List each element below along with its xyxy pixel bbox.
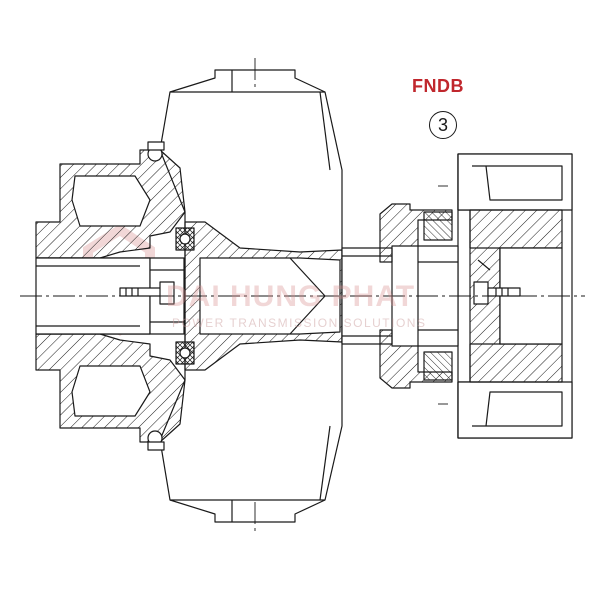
left-shaft-bolt [119, 281, 175, 305]
variant-number: 3 [437, 114, 448, 135]
variant-number-badge: 3 [429, 111, 457, 139]
watermark-tagline: POWER TRANSMISSION SOLUTIONS [172, 316, 427, 330]
shaft-coupling-hub [379, 203, 453, 389]
model-label: FNDB [412, 76, 464, 96]
coupling-casing [159, 69, 343, 523]
flange-bolts [147, 141, 165, 451]
centerline [20, 58, 585, 532]
left-housing [35, 149, 186, 443]
watermark-brand: DAI HUNG PHAT [166, 280, 416, 313]
